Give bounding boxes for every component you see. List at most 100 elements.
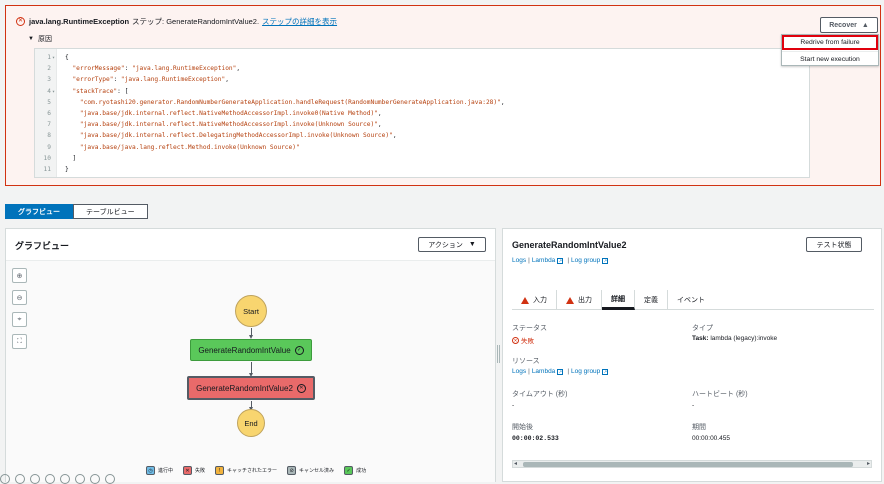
graph-panel: グラフビュー アクション ▼ ⊕ ⊖ ⌖ ⛶ Start GenerateRan… [5, 228, 496, 482]
warning-icon [521, 296, 529, 304]
tab-table-view[interactable]: テーブルビュー [73, 204, 148, 219]
fold-icon[interactable]: ▾ [52, 88, 56, 95]
zoom-in-icon[interactable]: ⊕ [12, 268, 27, 283]
fold-icon[interactable]: ▾ [52, 55, 56, 61]
warning-icon [566, 296, 574, 304]
cause-toggle[interactable]: ▼ 原因 [28, 34, 52, 44]
tab-input[interactable]: 入力 [512, 290, 557, 310]
duration-value: 00:00:00.455 [692, 435, 730, 442]
legend-succeeded: ✓ 成功 [344, 466, 366, 475]
error-icon: ✕ [512, 336, 519, 344]
type-prefix: Task: [692, 335, 709, 342]
check-icon: ✓ [344, 466, 354, 475]
legend-cancelled: ⊘ キャンセル済み [287, 466, 334, 475]
code-line: "java.base/jdk.internal.reflect.NativeMe… [79, 110, 382, 117]
scrollbar-thumb[interactable] [523, 462, 853, 467]
graph-canvas[interactable]: ⊕ ⊖ ⌖ ⛶ Start GenerateRandomIntValue ✓ G… [6, 260, 495, 482]
timeout-label: タイムアウト (秒) [512, 391, 568, 398]
code-line: "com.ryotashi20.generator.RandomNumberGe… [79, 98, 505, 106]
type-value: Task: lambda (legacy):invoke [692, 335, 777, 342]
step-node-generate-random-int-value2[interactable]: GenerateRandomIntValue2 ✕ [187, 376, 315, 400]
code-hint [800, 70, 804, 75]
tab-label: 入力 [533, 297, 547, 304]
status-label: ステータス [512, 325, 547, 332]
toolbar-circle-icon[interactable] [0, 474, 10, 484]
separator: | [528, 368, 530, 375]
code-line: "errorType": "java.lang.RuntimeException… [72, 76, 229, 84]
line-number: 5 [47, 98, 51, 106]
toolbar-circle-icon[interactable] [60, 474, 70, 484]
code-line: ] [65, 154, 77, 162]
log-group-link[interactable]: Log group [571, 368, 601, 375]
error-icon: ✕ [296, 383, 306, 393]
legend-failed: ✕ 失敗 [183, 466, 205, 475]
line-number: 7 [47, 121, 51, 129]
separator: | [528, 257, 530, 264]
graph-title: グラフビュー [15, 241, 70, 251]
warning-icon: ! [215, 466, 225, 475]
resource-links: Logs | Lambda ↗ | Log group ↗ [512, 368, 610, 375]
action-button[interactable]: アクション ▼ [418, 237, 486, 252]
toolbar-circle-icon[interactable] [45, 474, 55, 484]
panel-resize-handle[interactable] [497, 345, 500, 363]
start-node[interactable]: Start [235, 295, 267, 327]
line-number: 4 [47, 87, 51, 95]
step-details-link[interactable]: ステップの詳細を表示 [262, 16, 338, 26]
zoom-controls: ⊕ ⊖ ⌖ ⛶ [12, 268, 27, 349]
fit-screen-icon[interactable]: ⛶ [12, 334, 27, 349]
code-line: "errorMessage": "java.lang.RuntimeExcept… [72, 65, 241, 73]
tab-details[interactable]: 詳細 [602, 290, 635, 310]
caret-up-icon: ▲ [861, 21, 869, 29]
redrive-from-failure-item[interactable]: Redrive from failure [782, 35, 878, 50]
duration-label: 期間 [692, 424, 706, 431]
resource-label: リソース [512, 358, 540, 365]
error-icon: ✕ [183, 466, 193, 475]
legend-label: キャンセル済み [299, 468, 335, 474]
error-header: ✕ java.lang.RuntimeException ステップ: Gener… [16, 15, 337, 27]
logs-link[interactable]: Logs [512, 257, 527, 264]
test-state-button[interactable]: テスト状態 [806, 237, 862, 252]
action-label: アクション [428, 241, 463, 249]
line-number: 10 [43, 154, 51, 162]
legend-label: キャッチされたエラー [227, 468, 278, 474]
logs-link[interactable]: Logs [512, 368, 527, 375]
start-after-label: 開始後 [512, 424, 533, 431]
horizontal-scrollbar[interactable]: ◂ ▸ [512, 460, 872, 468]
zoom-out-icon[interactable]: ⊖ [12, 290, 27, 305]
line-gutter [35, 49, 57, 177]
legend-label: 失敗 [195, 468, 206, 474]
toolbar-circle-icon[interactable] [75, 474, 85, 484]
legend-caught-error: ! キャッチされたエラー [215, 466, 277, 475]
tab-output[interactable]: 出力 [557, 290, 602, 310]
scroll-left-icon[interactable]: ◂ [514, 461, 518, 467]
timeout-value: - [512, 402, 515, 409]
log-group-link[interactable]: Log group [571, 257, 601, 264]
exception-name: java.lang.RuntimeException [29, 16, 130, 26]
tab-events[interactable]: イベント [677, 297, 705, 304]
tab-graph-view[interactable]: グラフビュー [5, 204, 73, 219]
external-link-icon: ↗ [557, 257, 564, 264]
step-node-generate-random-int-value[interactable]: GenerateRandomIntValue ✓ [190, 339, 312, 361]
external-link-icon: ↗ [557, 368, 564, 375]
toolbar-circle-icon[interactable] [90, 474, 100, 484]
separator: | [567, 368, 570, 375]
check-icon: ✓ [294, 345, 304, 355]
code-line: "java.base/jdk.internal.reflect.NativeMe… [79, 121, 382, 129]
scroll-right-icon[interactable]: ▸ [866, 461, 870, 467]
legend: ◷ 進行中 ✕ 失敗 ! キャッチされたエラー ⊘ キャンセル済み ✓ 成功 [146, 466, 366, 475]
step-title: GenerateRandomIntValue2 [512, 240, 627, 250]
start-new-execution-item[interactable]: Start new execution [782, 51, 878, 66]
tab-definition[interactable]: 定義 [635, 290, 668, 310]
center-icon[interactable]: ⌖ [12, 312, 27, 327]
lambda-link[interactable]: Lambda [531, 368, 556, 375]
end-node[interactable]: End [237, 409, 265, 437]
legend-label: 成功 [356, 468, 367, 474]
lambda-link[interactable]: Lambda [531, 257, 556, 264]
toolbar-circle-icon[interactable] [30, 474, 40, 484]
code-line: "java.base/jdk.internal.reflect.Delegati… [79, 132, 397, 140]
toolbar-circle-icon[interactable] [15, 474, 25, 484]
view-tabs: グラフビュー テーブルビュー [5, 204, 148, 219]
line-number: 9 [47, 143, 51, 151]
toolbar-circle-icon[interactable] [105, 474, 115, 484]
recover-button[interactable]: Recover ▲ [820, 17, 878, 33]
